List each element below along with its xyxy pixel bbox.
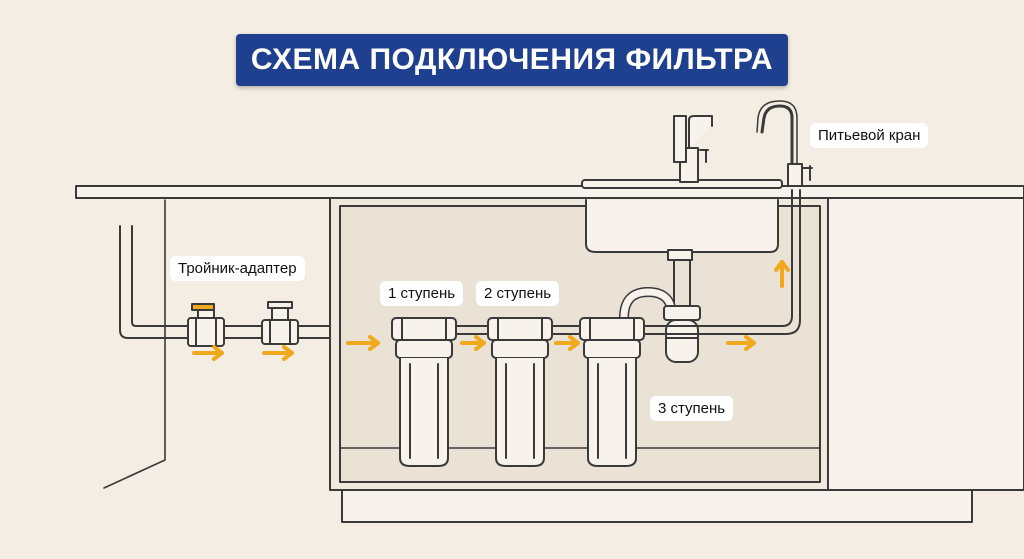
flow-arrow-icon [346, 335, 380, 351]
label-stage-3: 3 ступень [650, 396, 734, 421]
valve-icon [187, 303, 225, 347]
drinking-tap-icon [756, 100, 813, 187]
filter-housing-1 [391, 317, 457, 467]
label-tee-adapter: Тройник-адаптер [170, 256, 305, 281]
countertop [75, 185, 1024, 199]
faucet-icon [673, 115, 713, 183]
filter-housing-2 [487, 317, 553, 467]
filter-connection-pipes [455, 325, 661, 335]
flow-arrow-icon [460, 335, 486, 351]
filter-housing-3 [579, 317, 645, 467]
flow-arrow-icon [774, 260, 790, 288]
label-stage-2: 2 ступень [476, 281, 560, 306]
label-stage-1: 1 ступень [380, 281, 464, 306]
sink [581, 179, 783, 261]
flow-arrow-icon [554, 335, 580, 351]
diagram-title-banner: СХЕМА ПОДКЛЮЧЕНИЯ ФИЛЬТРА [236, 34, 788, 86]
flow-arrow-icon [262, 345, 294, 361]
wall-riser-pipe [103, 199, 201, 489]
drain-siphon [619, 259, 701, 363]
flow-arrow-icon [192, 345, 224, 361]
diagram-title: СХЕМА ПОДКЛЮЧЕНИЯ ФИЛЬТРА [250, 43, 774, 76]
tee-adapter-fitting [261, 301, 299, 345]
label-drinking-tap: Питьевой кран [810, 123, 929, 148]
flow-arrow-icon [726, 335, 756, 351]
outlet-pipe [659, 189, 801, 335]
